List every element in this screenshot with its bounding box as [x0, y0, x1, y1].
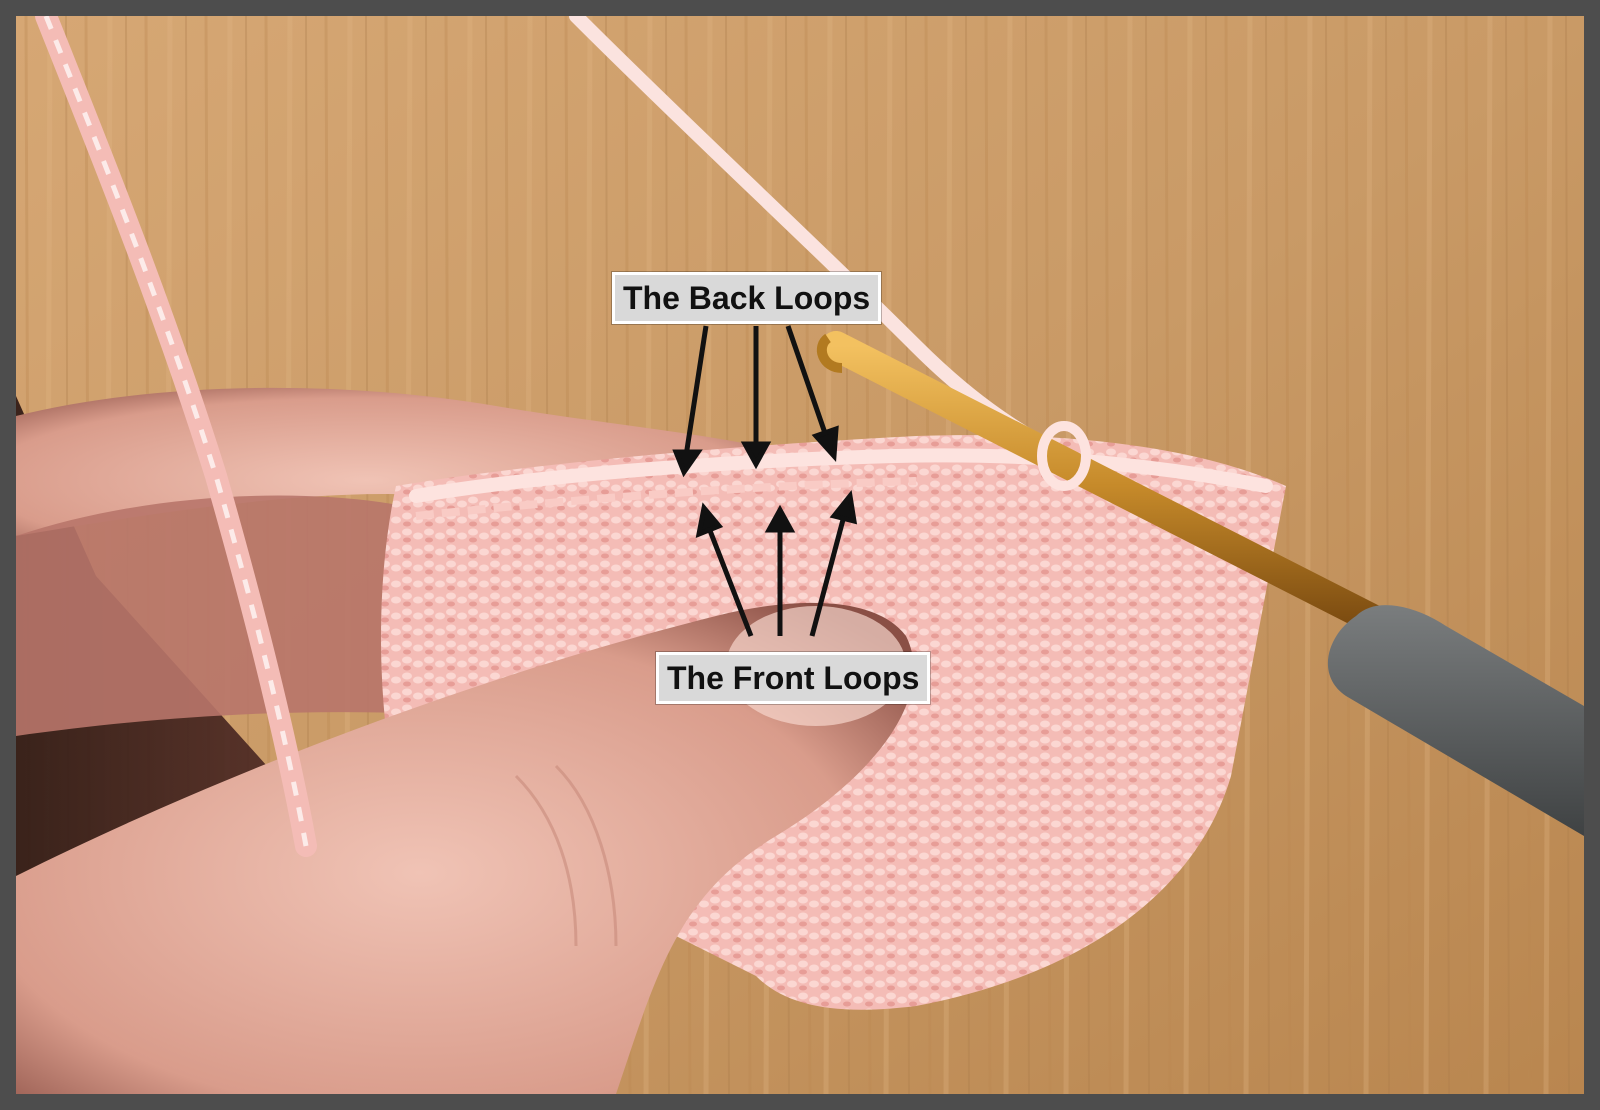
- arrowhead-front-2: [764, 504, 796, 533]
- arrow-front-3: [809, 515, 847, 637]
- front-loop-arrows: [695, 490, 858, 637]
- arrowhead-front-3: [829, 490, 858, 525]
- hook-handle: [1327, 605, 1584, 836]
- crochet-photo: [16, 16, 1584, 1094]
- back-loops-label: The Back Loops: [612, 272, 882, 324]
- arrow-back-1: [683, 325, 709, 457]
- back-loop-arrows: [672, 325, 839, 478]
- arrowhead-back-2: [740, 441, 772, 470]
- arrowhead-back-3: [811, 425, 839, 463]
- crochet-hook: [816, 331, 1584, 836]
- front-loops-label: The Front Loops: [656, 652, 931, 704]
- arrowhead-front-1: [695, 502, 724, 539]
- arrow-back-3: [785, 325, 829, 437]
- arrowhead-back-1: [672, 449, 703, 478]
- loop-edge: [409, 448, 1273, 503]
- thumb: [16, 602, 914, 1094]
- middle-finger: [16, 495, 456, 736]
- arrow-front-1: [706, 527, 754, 637]
- photo-illustration: [16, 16, 1584, 1094]
- front-loop-row: [415, 477, 917, 520]
